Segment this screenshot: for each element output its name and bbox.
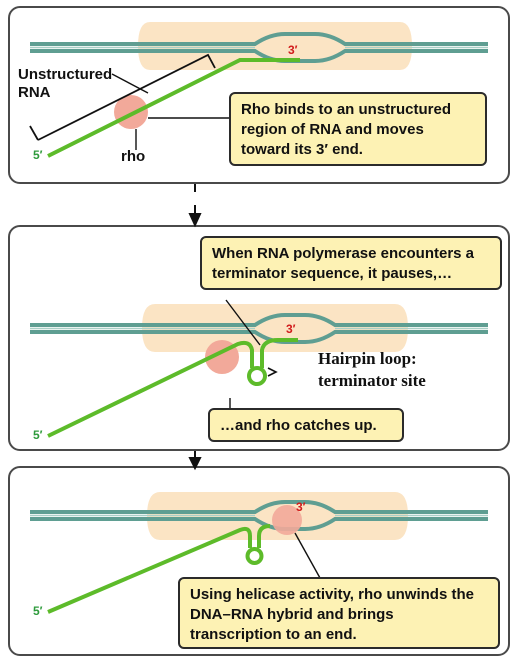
label-3prime-2: 3′ xyxy=(286,322,296,336)
label-rho: rho xyxy=(121,148,146,165)
unstructured-bracket xyxy=(37,53,216,141)
label-3prime-1: 3′ xyxy=(288,43,298,57)
hairpin-label-line2: terminator site xyxy=(318,371,426,390)
rna-polymerase-2 xyxy=(142,304,408,352)
flow-arrow-2 xyxy=(188,451,202,471)
label-unstructured: Unstructured xyxy=(18,66,113,83)
label-rna: RNA xyxy=(18,84,51,101)
flow-arrow-1 xyxy=(188,184,202,228)
callout-polymerase-pauses: When RNA polymerase encounters a termina… xyxy=(200,236,502,290)
label-5prime-1: 5′ xyxy=(33,148,43,162)
hairpin-loop-3 xyxy=(245,547,264,565)
label-5prime-3: 5′ xyxy=(33,604,43,618)
callout-rho-catches-up: …and rho catches up. xyxy=(208,408,404,442)
callout-rho-binds: Rho binds to an unstructured region of R… xyxy=(229,92,487,166)
hairpin-label-line1: Hairpin loop: xyxy=(318,349,417,368)
label-3prime-3: 3′ xyxy=(296,500,306,514)
label-5prime-2: 5′ xyxy=(33,428,43,442)
rna-polymerase-1 xyxy=(138,22,412,70)
rna-transcript-3 xyxy=(47,524,271,614)
hairpin-loop-2 xyxy=(247,366,267,386)
rho-protein-3 xyxy=(272,505,302,535)
rna-transcript-2 xyxy=(47,338,298,438)
rna-transcript-1 xyxy=(47,58,300,158)
callout-helicase-activity: Using helicase activity, rho unwinds the… xyxy=(178,577,500,649)
